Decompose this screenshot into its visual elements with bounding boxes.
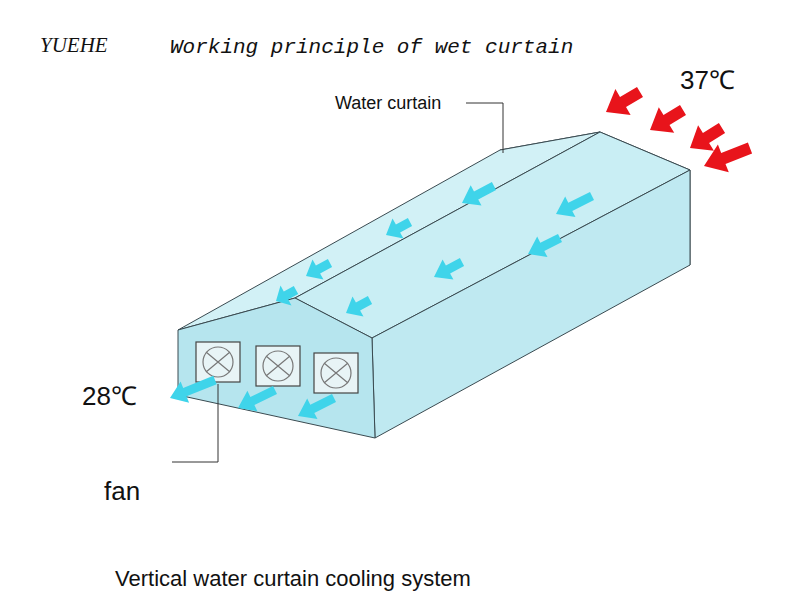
airflow-arrow	[606, 87, 643, 115]
leader-line	[466, 103, 503, 153]
brand-label: YUEHE	[40, 34, 108, 57]
front-wall	[178, 298, 375, 438]
side-wall	[372, 170, 690, 438]
airflow-arrow	[238, 386, 277, 411]
airflow-arrow	[434, 258, 464, 280]
airflow-arrow	[462, 182, 496, 206]
part-label: fan	[104, 477, 140, 506]
airflow-arrow	[650, 105, 686, 133]
airflow-arrow	[306, 259, 332, 280]
airflow-arrow	[528, 234, 562, 257]
fans	[196, 342, 358, 393]
title: Working principle of wet curtain	[170, 36, 573, 59]
caption: Vertical water curtain cooling system	[115, 567, 471, 591]
outlet-temperature: 28℃	[82, 382, 137, 411]
inlet-temperature: 37℃	[680, 66, 735, 95]
airflow-arrow	[556, 192, 594, 217]
airflow-arrow	[276, 285, 298, 305]
airflow-arrow	[346, 296, 372, 317]
airflow-arrow	[704, 143, 752, 173]
airflow-arrow	[386, 218, 412, 239]
airflow-arrow	[690, 123, 725, 151]
airflow-arrow	[298, 394, 336, 419]
airflow-arrows	[170, 87, 752, 419]
part-label: Water curtain	[335, 94, 441, 114]
airflow-arrow	[170, 376, 217, 403]
